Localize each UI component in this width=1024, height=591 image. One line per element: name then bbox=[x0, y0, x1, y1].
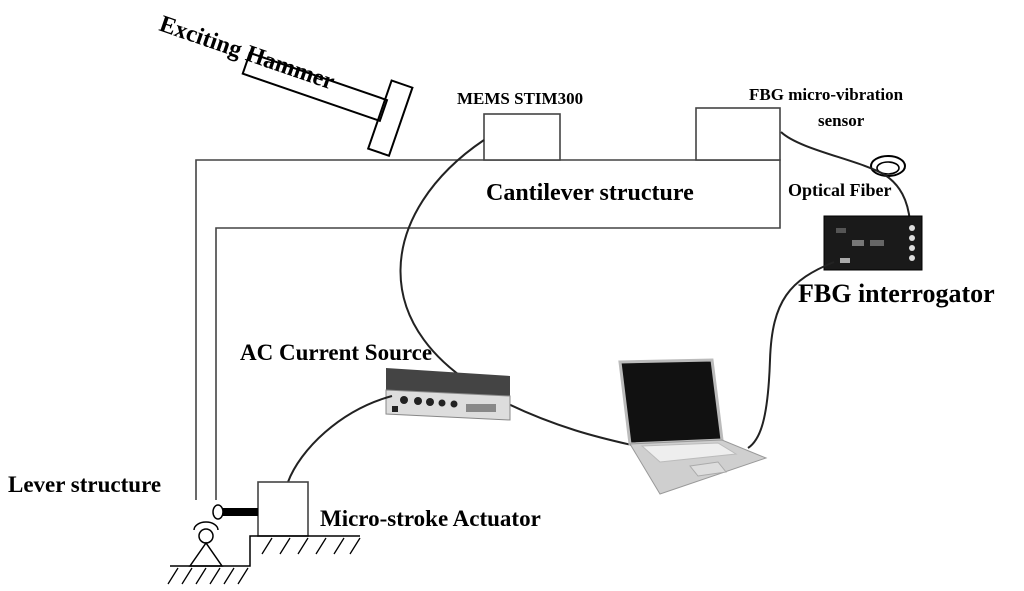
fbg-sensor-box bbox=[695, 107, 781, 161]
micro-stroke-actuator bbox=[257, 481, 309, 537]
ac-source-label: AC Current Source bbox=[240, 340, 432, 365]
fbg-interrogator-device bbox=[823, 215, 923, 271]
exciting-hammer-label: Exciting Hammer bbox=[156, 11, 338, 95]
exciting-hammer bbox=[241, 51, 414, 158]
ac-source-cable bbox=[287, 395, 393, 483]
fbg-sensor-label-2: sensor bbox=[818, 111, 865, 130]
mems-cable bbox=[399, 139, 637, 447]
lever-label: Lever structure bbox=[8, 472, 161, 497]
actuator-rod bbox=[220, 508, 258, 516]
ac-current-source-device bbox=[385, 368, 511, 421]
fiber-coil-icon bbox=[870, 155, 906, 177]
actuator-label: Micro-stroke Actuator bbox=[320, 506, 541, 531]
laptop-icon bbox=[618, 358, 768, 495]
cantilever-label: Cantilever structure bbox=[486, 180, 694, 206]
cantilever-structure bbox=[195, 159, 781, 500]
mems-box bbox=[483, 113, 561, 161]
optical-fiber-label: Optical Fiber bbox=[788, 180, 891, 200]
fbg-sensor-label-1: FBG micro-vibration bbox=[749, 85, 904, 104]
fbg-interrogator-label: FBG interrogator bbox=[798, 279, 995, 308]
interrogator-cable bbox=[747, 261, 835, 449]
mems-label: MEMS STIM300 bbox=[457, 89, 583, 108]
optical-fiber-cable bbox=[780, 131, 911, 223]
pivot-support bbox=[167, 521, 361, 585]
